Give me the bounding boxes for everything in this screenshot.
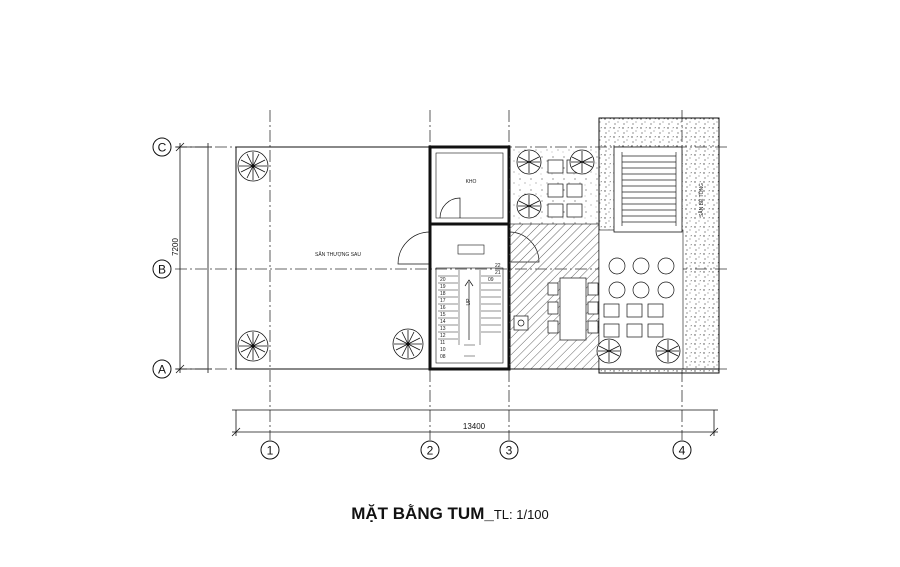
sink	[513, 315, 529, 331]
tree-icon	[516, 193, 542, 219]
svg-text:18: 18	[440, 291, 446, 297]
grid-bubble-4: 4	[672, 440, 692, 460]
tree-icon	[569, 149, 595, 175]
svg-text:15: 15	[440, 312, 446, 318]
grid-bubble-b: B	[152, 259, 172, 279]
grid-bubble-2: 2	[420, 440, 440, 460]
grid-bubble-a: A	[152, 359, 172, 379]
svg-text:13: 13	[440, 326, 446, 332]
storage-label: KHO	[466, 179, 477, 185]
svg-text:14: 14	[440, 319, 446, 325]
tree-icon	[237, 330, 269, 362]
overall-width-dimension: 13400	[463, 422, 486, 431]
svg-text:20: 20	[440, 277, 446, 283]
grid-bubble-1: 1	[260, 440, 280, 460]
grid-bubble-c: C	[152, 137, 172, 157]
roof-note-label: SÂN BÊ TÔNG	[697, 183, 705, 217]
grid-label-2: 2	[427, 444, 434, 458]
stair-numbers: 22 21 20 19 18 17 16 15 14 13 12 11 10 0…	[440, 263, 501, 360]
trees	[237, 149, 681, 364]
svg-text:21: 21	[495, 270, 501, 276]
tree-icon	[655, 338, 681, 364]
tree-icon	[392, 328, 424, 360]
outdoor-seating-bottom	[603, 257, 675, 338]
drawing-title-main: MẶT BẰNG TUM_	[351, 504, 494, 523]
grid-label-4: 4	[679, 444, 686, 458]
grid-label-3: 3	[506, 444, 513, 458]
drawing-title: MẶT BẰNG TUM_TL: 1/100	[0, 504, 900, 524]
tree-icon	[237, 150, 269, 182]
grid-label-b: B	[158, 263, 166, 277]
terrace-label: SÂN THƯỢNG SAU	[315, 251, 361, 258]
svg-text:11: 11	[440, 340, 445, 346]
stair-landing-sign	[457, 244, 485, 255]
grid-bubble-3: 3	[499, 440, 519, 460]
dimension-horizontal	[231, 409, 719, 437]
svg-text:12: 12	[440, 333, 446, 339]
svg-text:16: 16	[440, 305, 446, 311]
grid-label-1: 1	[267, 444, 274, 458]
tree-icon	[596, 338, 622, 364]
storage-room	[428, 145, 511, 226]
grid-label-c: C	[158, 141, 167, 155]
skylight-louvres	[621, 152, 677, 226]
tree-icon	[516, 149, 542, 175]
stair-arrow	[464, 279, 474, 340]
grid-label-a: A	[158, 363, 166, 377]
svg-text:22: 22	[495, 263, 501, 269]
svg-text:09: 09	[488, 277, 494, 283]
drawing-scale: TL: 1/100	[493, 507, 549, 522]
svg-text:10: 10	[440, 347, 446, 353]
svg-text:19: 19	[440, 284, 446, 290]
stair-up-label: UP	[466, 298, 472, 306]
svg-text:17: 17	[440, 298, 446, 304]
stair-treads	[438, 270, 501, 357]
overall-depth-dimension: 7200	[171, 238, 180, 256]
dimension-vertical	[175, 142, 212, 374]
dining-table	[547, 277, 599, 341]
svg-text:08: 08	[440, 354, 446, 360]
